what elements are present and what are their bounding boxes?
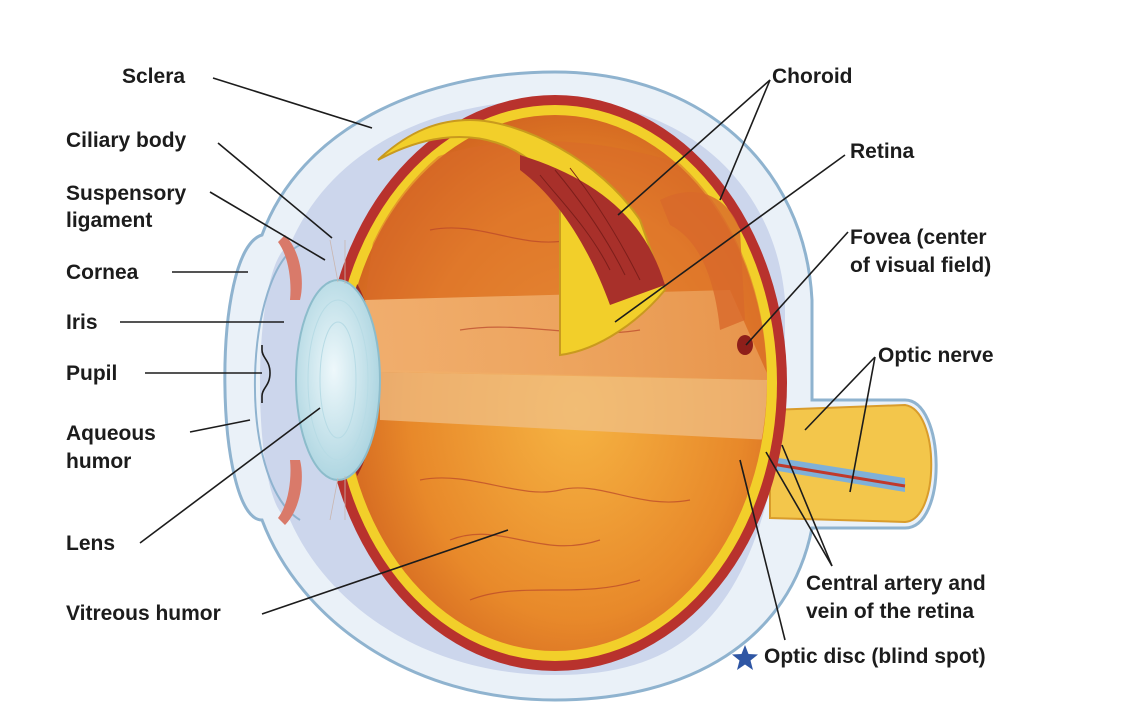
label-suspensory-ligament-line2: ligament [66, 209, 153, 232]
label-ciliary-body: Ciliary body [66, 129, 187, 152]
label-central-artery-line1: Central artery and [806, 572, 986, 595]
leader-lines [120, 77, 876, 641]
label-aqueous-humor-line1: Aqueous [66, 422, 156, 445]
label-lens: Lens [66, 532, 116, 555]
label-retina: Retina [850, 140, 915, 163]
label-choroid: Choroid [772, 65, 853, 88]
label-fovea-line2: of visual field) [850, 254, 992, 277]
label-cornea: Cornea [66, 261, 139, 284]
label-iris: Iris [66, 311, 98, 334]
optic-nerve-shape [759, 403, 933, 524]
label-aqueous-humor-line2: humor [66, 450, 132, 473]
label-optic-nerve: Optic nerve [878, 344, 994, 367]
label-central-artery-line2: vein of the retina [806, 600, 975, 623]
label-sclera: Sclera [122, 65, 186, 88]
label-vitreous-humor: Vitreous humor [66, 602, 221, 625]
fovea-mark [737, 335, 753, 355]
star-icon [732, 645, 758, 670]
label-suspensory-ligament-line1: Suspensory [66, 182, 187, 205]
iris-lens [278, 235, 381, 525]
label-pupil: Pupil [66, 362, 118, 385]
label-fovea-line1: Fovea (center [850, 226, 987, 249]
label-optic-disc: Optic disc (blind spot) [764, 645, 986, 668]
retina-flap [377, 118, 745, 357]
